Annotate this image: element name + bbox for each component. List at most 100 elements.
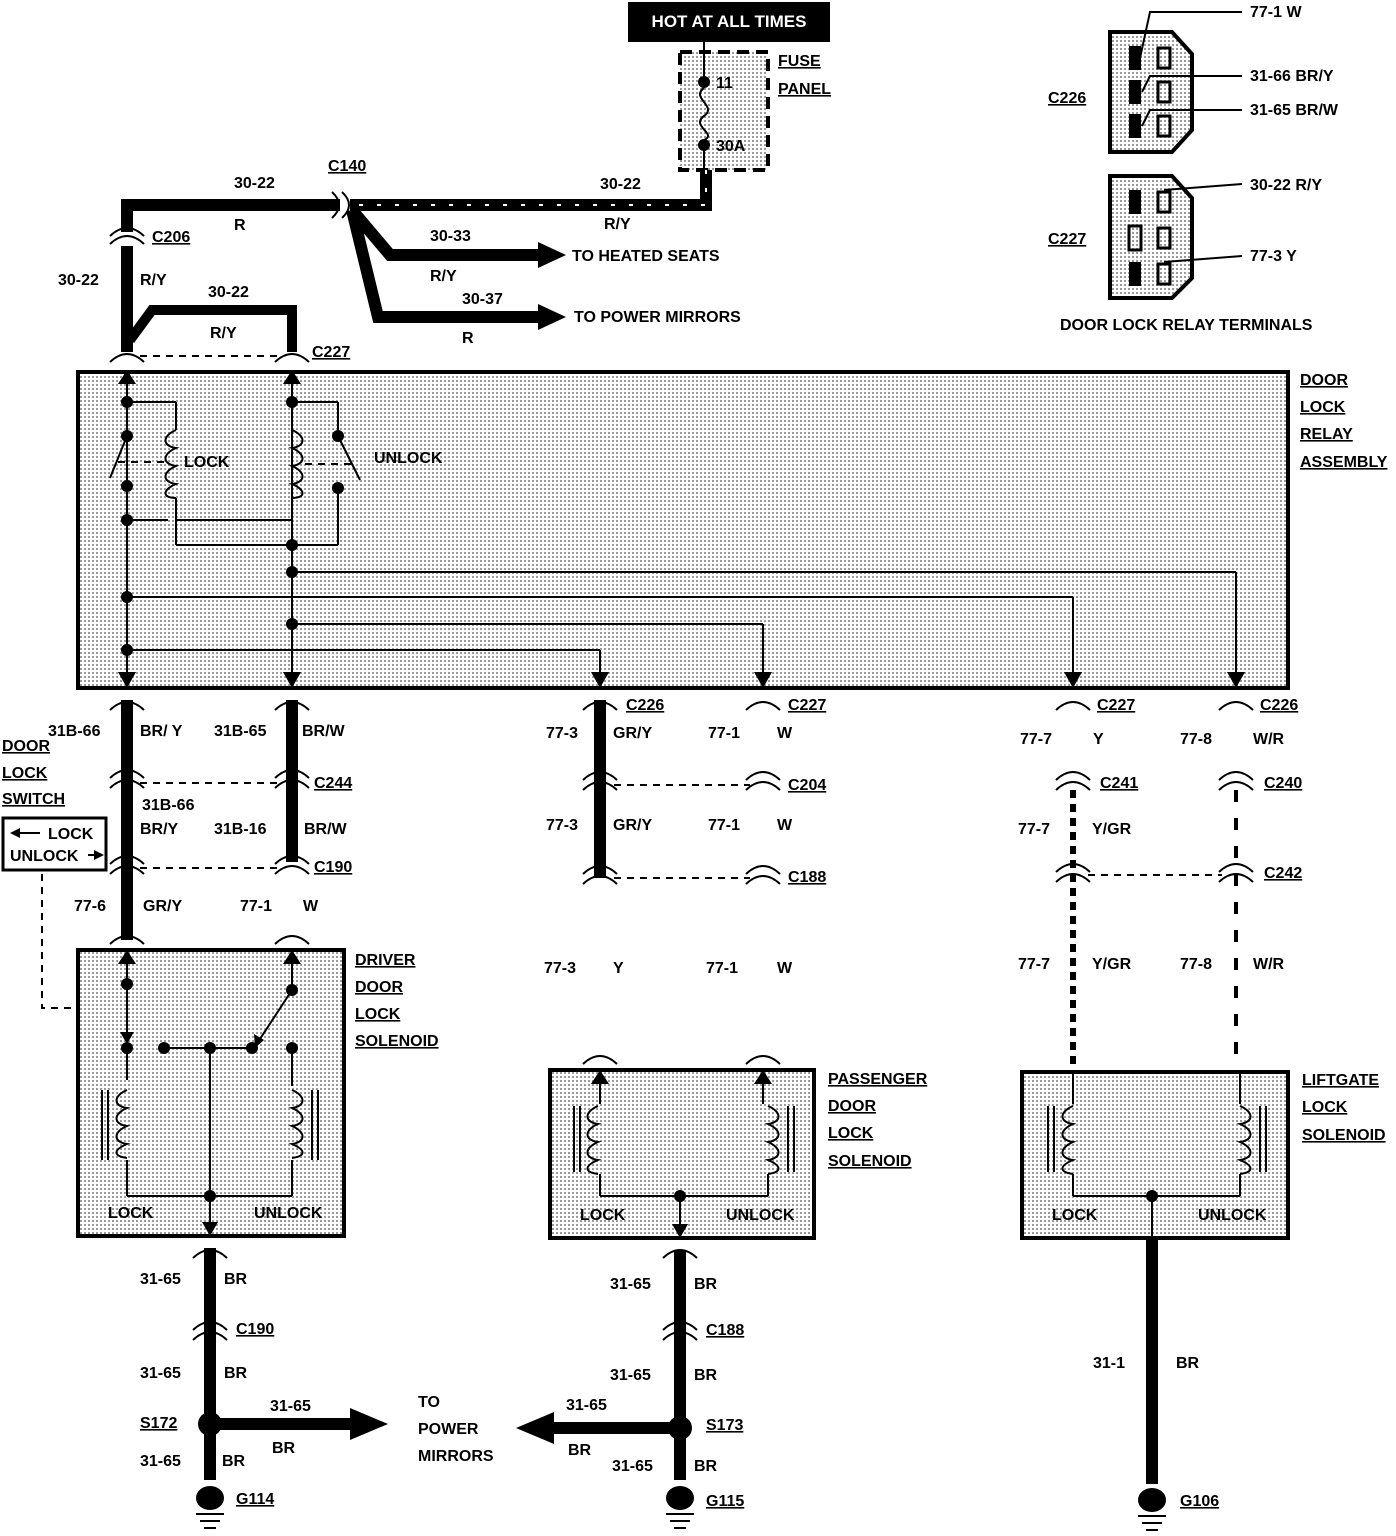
label-top-fuse-pin-top: 11 bbox=[716, 75, 733, 92]
arrow-left-icon bbox=[10, 828, 20, 838]
hot-at-all-times-banner: HOT AT ALL TIMES bbox=[628, 2, 830, 42]
label-driver-w4-num: 31B-16 bbox=[214, 821, 267, 838]
label-terminals-c226-pin3: 31-65 BR/W bbox=[1250, 102, 1339, 119]
label-driver-w1-num: 31B-66 bbox=[48, 723, 101, 740]
label-driver-s172: S172 bbox=[140, 1415, 177, 1432]
label-feed-c206: C206 bbox=[152, 229, 190, 246]
label-passenger-unlock: UNLOCK bbox=[726, 1207, 795, 1224]
liftgate-lock-coil-icon bbox=[1061, 1105, 1077, 1175]
door-lock-relay-assembly bbox=[76, 370, 1290, 690]
fuse-panel: 11 30A FUSE PANEL bbox=[678, 42, 831, 172]
label-liftgate-w3-num: 77-7 bbox=[1018, 821, 1050, 838]
passenger-unlock-coil-icon bbox=[764, 1105, 780, 1175]
ground-g114-icon bbox=[196, 1486, 224, 1510]
label-feed-w3-color: R/Y bbox=[140, 272, 167, 289]
label-relay-lock: LOCK bbox=[184, 454, 230, 471]
label-liftgate-w4-num: 77-7 bbox=[1018, 956, 1050, 973]
label-driver-w2-num: 31B-65 bbox=[214, 723, 267, 740]
liftgate-ground-wiring bbox=[1138, 1238, 1166, 1531]
label-driver-g1-num: 31-65 bbox=[140, 1271, 181, 1288]
label-passenger-g2-color: BR bbox=[694, 1367, 718, 1384]
label-driver-sol-3: LOCK bbox=[355, 1006, 401, 1023]
label-feed-mirrors-num: 30-37 bbox=[462, 291, 503, 308]
unlock-relay-coil-icon bbox=[288, 429, 304, 499]
label-feed-mirrors-dest: TO POWER MIRRORS bbox=[574, 309, 741, 326]
label-passenger-w5-num: 77-3 bbox=[544, 960, 576, 977]
label-liftgate-sol-3: SOLENOID bbox=[1302, 1127, 1386, 1144]
label-liftgate-w5-color: W/R bbox=[1253, 956, 1285, 973]
label-driver-lock: LOCK bbox=[108, 1205, 154, 1222]
label-driver-w3-num: 31B-66 bbox=[142, 797, 195, 814]
passenger-door-lock-solenoid bbox=[548, 1068, 816, 1240]
label-driver-switch-1: DOOR bbox=[2, 738, 50, 755]
label-passenger-g2-num: 31-65 bbox=[610, 1367, 651, 1384]
label-relay-title-2: LOCK bbox=[1300, 399, 1346, 416]
label-feed-c227: C227 bbox=[312, 344, 350, 361]
liftgate-unlock-coil-icon bbox=[1236, 1105, 1252, 1175]
label-passenger-w2-num: 77-1 bbox=[708, 725, 740, 742]
driver-door-wiring bbox=[109, 700, 310, 945]
label-passenger-c227: C227 bbox=[788, 697, 826, 714]
c226-terminal-block bbox=[1108, 11, 1242, 154]
label-feed-c140: C140 bbox=[328, 158, 366, 175]
label-passenger-w1-color: GR/Y bbox=[613, 725, 652, 742]
label-driver-w6-color: W bbox=[303, 898, 319, 915]
label-passenger-w4-num: 77-1 bbox=[708, 817, 740, 834]
label-terminals-c226: C226 bbox=[1048, 90, 1086, 107]
arrow-to-power-mirrors-icon bbox=[350, 1408, 388, 1440]
label-driver-w5-num: 77-6 bbox=[74, 898, 106, 915]
label-terminals-c227: C227 bbox=[1048, 231, 1086, 248]
label-driver-w5-color: GR/Y bbox=[143, 898, 182, 915]
label-feed-w2-color: R/Y bbox=[604, 216, 631, 233]
label-liftgate-w1-num: 77-7 bbox=[1020, 731, 1052, 748]
driver-ground-wiring bbox=[192, 1248, 388, 1529]
liftgate-lock-solenoid bbox=[1020, 1070, 1290, 1240]
label-liftgate-c240: C240 bbox=[1264, 775, 1302, 792]
label-driver-sw-unlock: UNLOCK bbox=[10, 848, 79, 865]
driver-unlock-coil-icon bbox=[288, 1089, 304, 1159]
driver-lock-coil-icon bbox=[115, 1089, 131, 1159]
label-terminals-c226-pin1: 77-1 W bbox=[1250, 4, 1302, 21]
label-driver-w3-color: BR/Y bbox=[140, 821, 179, 838]
label-passenger-w2-color: W bbox=[777, 725, 793, 742]
label-passenger-sol-1: PASSENGER bbox=[828, 1071, 928, 1088]
label-terminals-c227-pin1: 30-22 R/Y bbox=[1250, 177, 1322, 194]
label-terminals-c227-pin2: 77-3 Y bbox=[1250, 248, 1297, 265]
label-passenger-w6-color: W bbox=[777, 960, 793, 977]
label-liftgate-c227: C227 bbox=[1097, 697, 1135, 714]
label-passenger-w3-color: GR/Y bbox=[613, 817, 652, 834]
label-mirrors-label-l3: MIRRORS bbox=[418, 1448, 494, 1465]
label-passenger-g3-color: BR bbox=[694, 1458, 718, 1475]
feed-wiring bbox=[109, 170, 712, 363]
label-top-fuse-label-1: FUSE bbox=[778, 53, 821, 70]
label-liftgate-sol-1: LIFTGATE bbox=[1302, 1072, 1379, 1089]
label-relay-unlock: UNLOCK bbox=[374, 450, 443, 467]
label-liftgate-w1-color: Y bbox=[1093, 731, 1104, 748]
label-relay-title-3: RELAY bbox=[1300, 426, 1353, 443]
passenger-door-wiring bbox=[582, 700, 781, 1065]
label-driver-g114: G114 bbox=[236, 1491, 274, 1508]
label-liftgate-g-num: 31-1 bbox=[1093, 1355, 1125, 1372]
label-feed-w4-num: 30-22 bbox=[208, 284, 249, 301]
label-driver-sol-1: DRIVER bbox=[355, 952, 416, 969]
label-feed-mirrors-color: R bbox=[462, 330, 474, 347]
label-driver-sol-2: DOOR bbox=[355, 979, 403, 996]
door-lock-switch[interactable]: LOCK UNLOCK bbox=[1, 816, 108, 872]
label-passenger-w1-num: 77-3 bbox=[546, 725, 578, 742]
label-driver-switch-3: SWITCH bbox=[2, 791, 65, 808]
label-liftgate-c226: C226 bbox=[1260, 697, 1298, 714]
arrow-to-power-mirrors-icon bbox=[538, 304, 566, 330]
label-driver-w6-num: 77-1 bbox=[240, 898, 272, 915]
label-liftgate-lock: LOCK bbox=[1052, 1207, 1098, 1224]
label-driver-g2-color: BR bbox=[224, 1365, 248, 1382]
label-feed-heated-color: R/Y bbox=[430, 268, 457, 285]
label-feed-w1-color: R bbox=[234, 217, 246, 234]
label-feed-w2-num: 30-22 bbox=[600, 176, 641, 193]
label-driver-w2-color: BR/W bbox=[302, 723, 346, 740]
label-driver-to-num: 31-65 bbox=[270, 1398, 311, 1415]
label-passenger-g-c188: C188 bbox=[706, 1322, 744, 1339]
label-liftgate-w5-num: 77-8 bbox=[1180, 956, 1212, 973]
label-passenger-w6-num: 77-1 bbox=[706, 960, 738, 977]
ground-g115-icon bbox=[666, 1486, 694, 1510]
